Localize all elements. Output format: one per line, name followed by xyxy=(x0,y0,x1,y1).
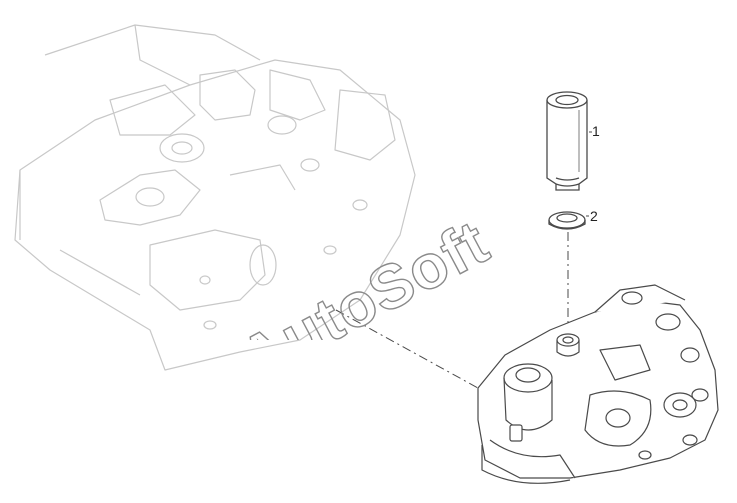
sealing-washer-part xyxy=(548,211,586,230)
cylinder-head-ghost xyxy=(14,24,416,371)
pump-housing-part xyxy=(477,284,719,484)
watermark: AutoSoft xyxy=(229,207,501,340)
callout-label-2: 2 xyxy=(590,208,598,224)
sleeve-tube-part xyxy=(546,91,588,191)
leader-lines xyxy=(335,232,569,389)
callout-label-1: 1 xyxy=(592,123,600,139)
watermark-text: AutoSoft xyxy=(229,208,500,340)
callout-ticks xyxy=(586,131,592,217)
